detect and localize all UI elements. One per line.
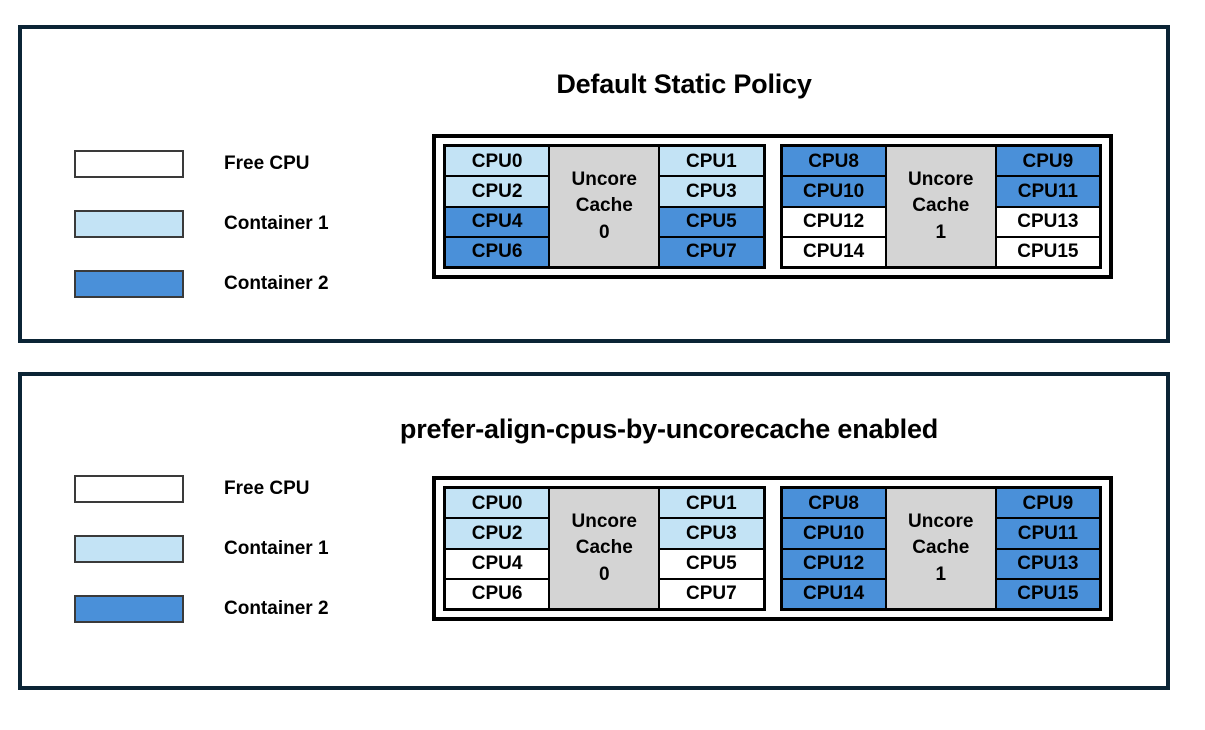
cpu-column-right: CPU9 CPU11 CPU13 CPU15 bbox=[995, 146, 1100, 267]
cpu-cell: CPU2 bbox=[445, 518, 550, 549]
uncore-cache-label-line2: Cache bbox=[575, 195, 633, 217]
uncore-cache-label-index: 0 bbox=[598, 221, 610, 243]
legend-swatch-container-1 bbox=[74, 535, 184, 563]
cpu-cell: CPU2 bbox=[445, 176, 550, 207]
cpu-cell: CPU8 bbox=[781, 146, 886, 177]
cache-group-0: CPU0 CPU2 CPU4 CPU6 Uncore Cache 0 CPU1 … bbox=[443, 486, 766, 611]
cpu-column-right: CPU9 CPU11 CPU13 CPU15 bbox=[995, 488, 1100, 609]
cpu-cell: CPU4 bbox=[445, 206, 550, 237]
cache-group-1: CPU8 CPU10 CPU12 CPU14 Uncore Cache 1 CP… bbox=[779, 144, 1102, 269]
cpu-column-left: CPU8 CPU10 CPU12 CPU14 bbox=[781, 146, 886, 267]
cpu-cell: CPU0 bbox=[445, 488, 550, 519]
cpu-cell: CPU12 bbox=[781, 206, 886, 237]
uncore-cache-label-line1: Uncore bbox=[571, 169, 637, 191]
cache-group-0: CPU0 CPU2 CPU4 CPU6 Uncore Cache 0 CPU1 … bbox=[443, 144, 766, 269]
uncore-cache-label-line2: Cache bbox=[912, 195, 970, 217]
cpu-cell: CPU13 bbox=[995, 206, 1100, 237]
cpu-column-left: CPU0 CPU2 CPU4 CPU6 bbox=[445, 146, 550, 267]
uncore-cache-block: Uncore Cache 0 bbox=[549, 488, 660, 609]
cpu-cell: CPU9 bbox=[995, 488, 1100, 519]
cpu-cell: CPU15 bbox=[995, 578, 1100, 609]
legend-item-free-cpu: Free CPU bbox=[74, 134, 329, 194]
cpu-cell: CPU0 bbox=[445, 146, 550, 177]
cpu-topology-diagram-top: CPU0 CPU2 CPU4 CPU6 Uncore Cache 0 CPU1 … bbox=[432, 134, 1113, 279]
cpu-cell: CPU4 bbox=[445, 548, 550, 579]
panel-prefer-align-cpus-by-uncorecache: prefer-align-cpus-by-uncorecache enabled… bbox=[18, 372, 1170, 690]
uncore-cache-label-index: 0 bbox=[598, 563, 610, 585]
legend-item-container-2: Container 2 bbox=[74, 254, 329, 314]
uncore-cache-label-line2: Cache bbox=[912, 537, 970, 559]
legend-swatch-free-cpu bbox=[74, 475, 184, 503]
cpu-column-right: CPU1 CPU3 CPU5 CPU7 bbox=[659, 488, 764, 609]
cpu-column-right: CPU1 CPU3 CPU5 CPU7 bbox=[659, 146, 764, 267]
legend-label-container-1: Container 1 bbox=[224, 213, 329, 234]
cpu-cell: CPU5 bbox=[659, 206, 764, 237]
cpu-cell: CPU10 bbox=[781, 176, 886, 207]
uncore-cache-label-line1: Uncore bbox=[571, 511, 637, 533]
cpu-cell: CPU14 bbox=[781, 578, 886, 609]
cpu-cell: CPU13 bbox=[995, 548, 1100, 579]
cpu-cell: CPU15 bbox=[995, 236, 1100, 267]
uncore-cache-label-index: 1 bbox=[935, 221, 947, 243]
legend-swatch-container-2 bbox=[74, 595, 184, 623]
cpu-cell: CPU14 bbox=[781, 236, 886, 267]
uncore-cache-label-line1: Uncore bbox=[908, 511, 974, 533]
legend-top: Free CPU Container 1 Container 2 bbox=[74, 134, 329, 314]
cpu-cell: CPU9 bbox=[995, 146, 1100, 177]
uncore-cache-block: Uncore Cache 1 bbox=[885, 146, 996, 267]
cpu-cell: CPU6 bbox=[445, 236, 550, 267]
page-title-bottom: prefer-align-cpus-by-uncorecache enabled bbox=[399, 414, 939, 444]
legend-item-free-cpu: Free CPU bbox=[74, 459, 329, 519]
cpu-topology-diagram-bottom: CPU0 CPU2 CPU4 CPU6 Uncore Cache 0 CPU1 … bbox=[432, 476, 1113, 621]
uncore-cache-label-line2: Cache bbox=[575, 537, 633, 559]
cpu-cell: CPU3 bbox=[659, 176, 764, 207]
cpu-cell: CPU7 bbox=[659, 578, 764, 609]
panel-default-static-policy: Default Static Policy Free CPU Container… bbox=[18, 25, 1170, 343]
uncore-cache-label-index: 1 bbox=[935, 563, 947, 585]
cpu-cell: CPU8 bbox=[781, 488, 886, 519]
uncore-cache-block: Uncore Cache 1 bbox=[885, 488, 996, 609]
cpu-column-left: CPU0 CPU2 CPU4 CPU6 bbox=[445, 488, 550, 609]
cpu-cell: CPU11 bbox=[995, 176, 1100, 207]
legend-bottom: Free CPU Container 1 Container 2 bbox=[74, 459, 329, 639]
legend-swatch-container-2 bbox=[74, 270, 184, 298]
page-title-top: Default Static Policy bbox=[556, 69, 812, 99]
cache-group-1: CPU8 CPU10 CPU12 CPU14 Uncore Cache 1 CP… bbox=[779, 486, 1102, 611]
cpu-cell: CPU7 bbox=[659, 236, 764, 267]
legend-label-free-cpu: Free CPU bbox=[224, 478, 310, 499]
cpu-cell: CPU12 bbox=[781, 548, 886, 579]
legend-item-container-1: Container 1 bbox=[74, 194, 329, 254]
cpu-cell: CPU10 bbox=[781, 518, 886, 549]
legend-label-free-cpu: Free CPU bbox=[224, 153, 310, 174]
legend-label-container-2: Container 2 bbox=[224, 598, 329, 619]
legend-swatch-free-cpu bbox=[74, 150, 184, 178]
cpu-cell: CPU1 bbox=[659, 146, 764, 177]
cpu-column-left: CPU8 CPU10 CPU12 CPU14 bbox=[781, 488, 886, 609]
legend-label-container-2: Container 2 bbox=[224, 273, 329, 294]
cpu-cell: CPU6 bbox=[445, 578, 550, 609]
legend-label-container-1: Container 1 bbox=[224, 538, 329, 559]
cpu-cell: CPU5 bbox=[659, 548, 764, 579]
cpu-cell: CPU3 bbox=[659, 518, 764, 549]
cpu-cell: CPU1 bbox=[659, 488, 764, 519]
uncore-cache-label-line1: Uncore bbox=[908, 169, 974, 191]
legend-item-container-2: Container 2 bbox=[74, 579, 329, 639]
legend-swatch-container-1 bbox=[74, 210, 184, 238]
uncore-cache-block: Uncore Cache 0 bbox=[549, 146, 660, 267]
legend-item-container-1: Container 1 bbox=[74, 519, 329, 579]
cpu-cell: CPU11 bbox=[995, 518, 1100, 549]
